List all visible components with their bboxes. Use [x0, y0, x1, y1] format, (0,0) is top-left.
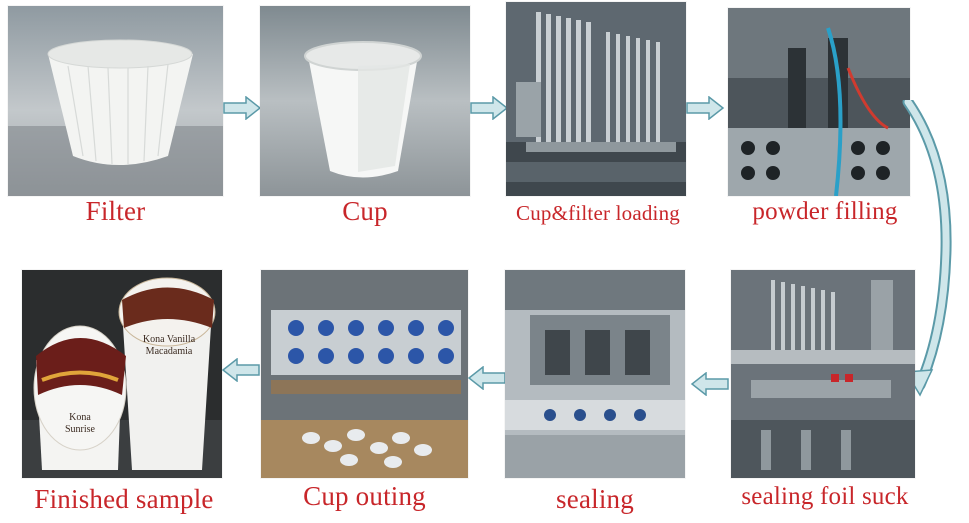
step-label-filter: Filter: [85, 196, 146, 226]
flow-arrow-left: [690, 372, 730, 396]
photo-cup-filter-loading: [506, 2, 686, 196]
step-label-cup: Cup: [342, 196, 388, 226]
flow-arrow-right: [222, 96, 262, 120]
photo-cup: [260, 6, 470, 196]
flow-arrow-right: [685, 96, 725, 120]
step-label-cup-outing: Cup outing: [303, 481, 426, 511]
lid-left-line2: Sunrise: [65, 424, 95, 435]
step-label-finished-sample: Finished sample: [34, 484, 214, 514]
step-label-cup-filter-loading: Cup&filter loading: [516, 201, 680, 225]
flow-arrow-left: [221, 358, 261, 382]
step-label-sealing-foil-suck: sealing foil suck: [741, 483, 909, 510]
lid-right-line1: Kona Vanilla: [142, 334, 196, 345]
photo-cup-outing: [261, 270, 468, 478]
flow-arrow-left: [467, 366, 507, 390]
flow-arrow-right: [469, 96, 509, 120]
lid-left-line1: Kona: [69, 412, 91, 423]
photo-sealing-foil-suck: [731, 270, 915, 478]
photo-powder-filling: [728, 8, 910, 196]
photo-finished-sample: Kona Sunrise Kona Vanilla Macadamia: [22, 270, 222, 478]
photo-filter: [8, 6, 223, 196]
step-label-powder-filling: powder filling: [752, 198, 898, 225]
photo-sealing: [505, 270, 685, 478]
lid-right-line2: Macadamia: [145, 346, 193, 357]
step-label-sealing: sealing: [556, 484, 634, 514]
